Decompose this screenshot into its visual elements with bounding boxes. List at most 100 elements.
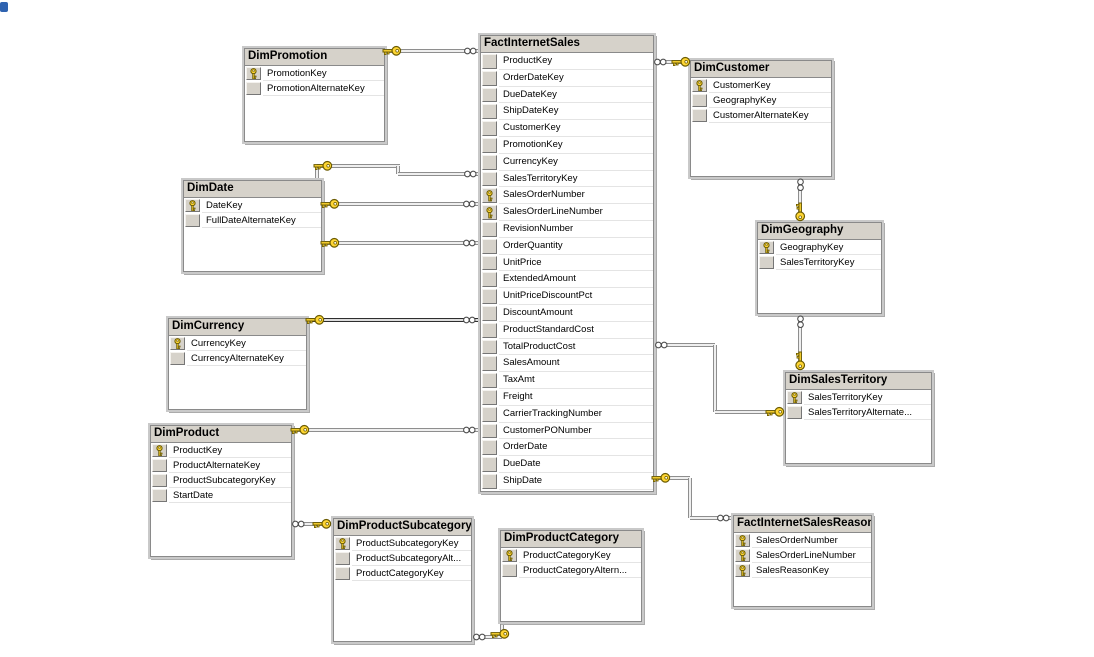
field-row-productalternatekey[interactable]: ProductAlternateKey <box>151 458 291 473</box>
field-row-promotionalternatekey[interactable]: PromotionAlternateKey <box>245 81 384 96</box>
field-row-taxamt[interactable]: TaxAmt <box>481 372 653 389</box>
table-title-dimgeography[interactable]: DimGeography <box>758 223 881 240</box>
relationship-line-subcategory_product[interactable] <box>290 522 331 526</box>
field-row-productkey[interactable]: ProductKey <box>481 53 653 70</box>
primary-key-icon[interactable] <box>482 188 497 204</box>
row-selector-cell[interactable] <box>482 171 497 187</box>
row-selector-cell[interactable] <box>482 289 497 304</box>
field-row-customerkey[interactable]: CustomerKey <box>691 78 831 93</box>
field-row-discountamount[interactable]: DiscountAmount <box>481 305 653 322</box>
table-title-dimproductcategory[interactable]: DimProductCategory <box>501 531 641 548</box>
field-row-geographykey[interactable]: GeographyKey <box>691 93 831 108</box>
field-row-salesterritoryalternate[interactable]: SalesTerritoryAlternate... <box>786 405 931 420</box>
primary-key-icon[interactable] <box>787 391 802 404</box>
table-title-dimproductsubcategory[interactable]: DimProductSubcategory <box>334 519 471 536</box>
row-selector-cell[interactable] <box>482 305 497 321</box>
row-selector-cell[interactable] <box>482 373 497 388</box>
row-selector-cell[interactable] <box>482 356 497 372</box>
relationship-line-fact_reason[interactable] <box>690 516 731 520</box>
field-row-startdate[interactable]: StartDate <box>151 488 291 503</box>
field-row-totalproductcost[interactable]: TotalProductCost <box>481 339 653 356</box>
row-selector-cell[interactable] <box>170 352 185 365</box>
primary-key-icon[interactable] <box>735 564 750 577</box>
primary-key-icon[interactable] <box>735 534 750 547</box>
field-row-salesamount[interactable]: SalesAmount <box>481 355 653 373</box>
relationship-line-salesterritory_fact[interactable] <box>715 410 783 414</box>
row-selector-cell[interactable] <box>692 94 707 107</box>
row-selector-cell[interactable] <box>482 238 497 254</box>
row-selector-cell[interactable] <box>152 474 167 487</box>
field-row-salesreasonkey[interactable]: SalesReasonKey <box>734 563 871 578</box>
row-selector-cell[interactable] <box>152 459 167 472</box>
primary-key-icon[interactable] <box>246 67 261 80</box>
row-selector-cell[interactable] <box>482 255 497 271</box>
primary-key-icon[interactable] <box>759 241 774 254</box>
relationship-line-date_fact_1[interactable] <box>396 166 400 174</box>
primary-key-icon[interactable] <box>482 205 497 220</box>
relationship-line-date_fact_1[interactable] <box>315 166 319 180</box>
primary-key-icon[interactable] <box>152 444 167 457</box>
relationship-line-date_fact_3[interactable] <box>320 241 480 245</box>
table-title-dimcustomer[interactable]: DimCustomer <box>691 61 831 78</box>
table-title-dimsalesterritory[interactable]: DimSalesTerritory <box>786 373 931 390</box>
field-row-unitprice[interactable]: UnitPrice <box>481 255 653 272</box>
row-selector-cell[interactable] <box>482 423 497 439</box>
row-selector-cell[interactable] <box>482 121 497 136</box>
row-selector-cell[interactable] <box>482 87 497 103</box>
primary-key-icon[interactable] <box>692 79 707 92</box>
field-row-salesterritorykey[interactable]: SalesTerritoryKey <box>786 390 931 405</box>
row-selector-cell[interactable] <box>152 489 167 502</box>
row-selector-cell[interactable] <box>502 564 517 577</box>
relationship-line-fact_reason[interactable] <box>688 478 692 518</box>
field-row-salesordernumber[interactable]: SalesOrderNumber <box>734 533 871 548</box>
relationship-line-currency_fact[interactable] <box>305 318 480 322</box>
field-row-promotionkey[interactable]: PromotionKey <box>481 137 653 154</box>
row-selector-cell[interactable] <box>335 552 350 565</box>
row-selector-cell[interactable] <box>246 82 261 95</box>
field-row-salesorderlinenumber[interactable]: SalesOrderLineNumber <box>734 548 871 563</box>
relationship-line-product_fact[interactable] <box>290 428 480 432</box>
table-dimproductsubcategory[interactable]: DimProductSubcategory ProductSubcategory… <box>333 518 472 642</box>
table-title-dimpromotion[interactable]: DimPromotion <box>245 49 384 66</box>
field-row-revisionnumber[interactable]: RevisionNumber <box>481 221 653 238</box>
row-selector-cell[interactable] <box>482 389 497 405</box>
row-selector-cell[interactable] <box>482 272 497 288</box>
field-row-freight[interactable]: Freight <box>481 389 653 406</box>
primary-key-icon[interactable] <box>502 549 517 562</box>
field-row-orderdate[interactable]: OrderDate <box>481 439 653 457</box>
row-selector-cell[interactable] <box>482 137 497 153</box>
field-row-salesorderlinenumber[interactable]: SalesOrderLineNumber <box>481 204 653 221</box>
row-selector-cell[interactable] <box>759 256 774 269</box>
relationship-line-category_subcategory[interactable] <box>472 635 502 639</box>
field-row-orderquantity[interactable]: OrderQuantity <box>481 238 653 255</box>
field-row-currencykey[interactable]: CurrencyKey <box>481 154 653 171</box>
field-row-productcategoryaltern[interactable]: ProductCategoryAltern... <box>501 563 641 578</box>
field-row-promotionkey[interactable]: PromotionKey <box>245 66 384 81</box>
table-title-dimproduct[interactable]: DimProduct <box>151 426 291 443</box>
row-selector-cell[interactable] <box>482 322 497 338</box>
field-row-duedate[interactable]: DueDate <box>481 456 653 473</box>
primary-key-icon[interactable] <box>185 199 200 212</box>
field-row-currencyalternatekey[interactable]: CurrencyAlternateKey <box>169 351 306 366</box>
row-selector-cell[interactable] <box>692 109 707 122</box>
relationship-line-date_fact_1[interactable] <box>317 164 400 168</box>
field-row-salesterritorykey[interactable]: SalesTerritoryKey <box>758 255 881 270</box>
row-selector-cell[interactable] <box>482 406 497 422</box>
field-row-extendedamount[interactable]: ExtendedAmount <box>481 271 653 289</box>
field-row-salesterritorykey[interactable]: SalesTerritoryKey <box>481 171 653 188</box>
field-row-geographykey[interactable]: GeographyKey <box>758 240 881 255</box>
field-row-shipdatekey[interactable]: ShipDateKey <box>481 103 653 121</box>
relationship-line-customer_fact[interactable] <box>652 60 690 64</box>
table-title-factinternetsales[interactable]: FactInternetSales <box>481 36 653 53</box>
field-row-salesordernumber[interactable]: SalesOrderNumber <box>481 187 653 205</box>
field-row-customeralternatekey[interactable]: CustomerAlternateKey <box>691 108 831 123</box>
relationship-line-geography_customer[interactable] <box>798 177 802 220</box>
row-selector-cell[interactable] <box>482 70 497 86</box>
relationship-line-salesterritory_fact[interactable] <box>713 345 717 412</box>
row-selector-cell[interactable] <box>787 406 802 419</box>
